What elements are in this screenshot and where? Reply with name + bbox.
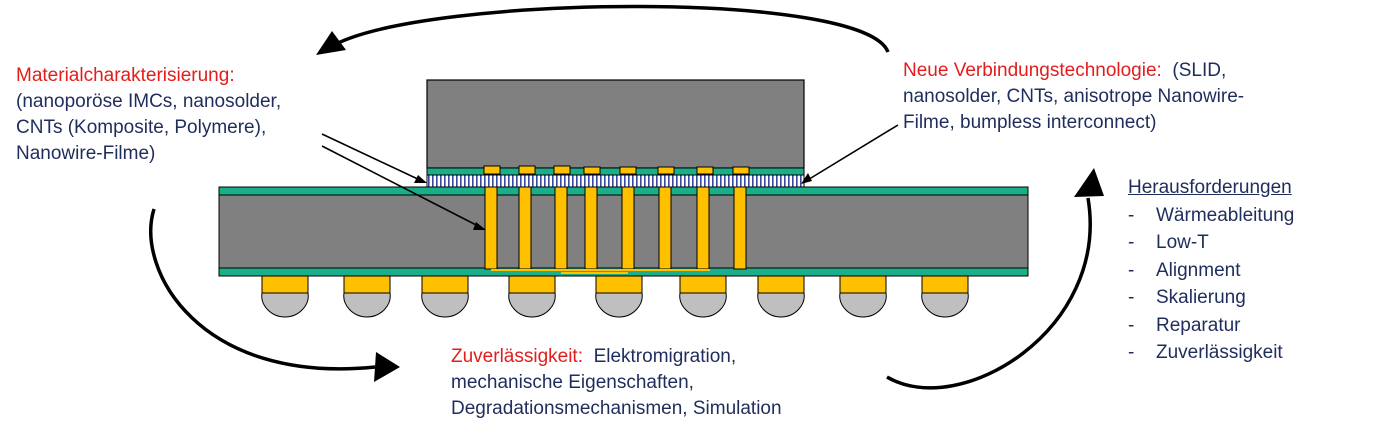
material-line-2: CNTs (Komposite, Polymere), [16, 117, 267, 138]
challenge-item: -Zuverlässigkeit [1128, 339, 1294, 367]
challenge-item: -Wärmeableitung [1128, 202, 1294, 230]
reliability-line-3: Degradationsmechanismen, Simulation [451, 398, 782, 419]
top-chip [426, 79, 805, 169]
solder-balls [261, 292, 969, 318]
connection-line-2: nanosolder, CNTs, anisotrope Nanowire- [903, 86, 1245, 107]
pointer-arrow-heads [414, 173, 812, 230]
connection-block: Neue Verbindungstechnologie: (SLID, nano… [903, 58, 1244, 136]
challenge-item: -Reparatur [1128, 312, 1294, 340]
challenge-label: Wärmeableitung [1156, 204, 1295, 226]
challenge-label: Low-T [1156, 232, 1209, 253]
material-title: Materialcharakterisierung: [16, 65, 235, 86]
challenge-dash: - [1128, 204, 1135, 226]
challenge-dash: - [1128, 314, 1135, 336]
challenge-item: -Low-T [1128, 229, 1294, 257]
cycle-arrow-heads [316, 31, 1104, 382]
reliability-block: Zuverlässigkeit: Elektromigration, mecha… [451, 344, 782, 422]
bottom-traces [491, 269, 710, 274]
pointer-arrows [321, 124, 899, 229]
challenge-dash: - [1128, 342, 1135, 363]
reliability-line-2: mechanische Eigenschaften, [451, 372, 694, 393]
cycle-arrows [149, 4, 1092, 390]
material-line-3: Nanowire-Filme) [16, 143, 156, 164]
challenge-label: Alignment [1156, 259, 1241, 281]
reliability-line-1: Zuverlässigkeit: Elektromigration, [451, 344, 782, 370]
connection-line-3: Filme, bumpless interconnect) [903, 112, 1157, 133]
interconnect-film [426, 174, 805, 188]
challenge-dash: - [1128, 232, 1135, 253]
material-line-1: (nanoporöse IMCs, nanosolder, [16, 91, 282, 112]
reliability-title: Zuverlässigkeit: [451, 346, 583, 367]
challenge-label: Reparatur [1156, 314, 1241, 336]
challenge-item: -Alignment [1128, 257, 1294, 285]
reliability-line-1-rest: Elektromigration, [593, 346, 737, 367]
challenge-dash: - [1128, 259, 1135, 281]
challenges-heading: Herausforderungen [1128, 177, 1292, 198]
challenge-label: Skalierung [1156, 287, 1246, 308]
bottom-pads [261, 275, 969, 294]
material-block: Materialcharakterisierung: (nanoporöse I… [16, 63, 281, 167]
connection-title: Neue Verbindungstechnologie: [903, 60, 1162, 81]
connection-line-1: Neue Verbindungstechnologie: (SLID, [903, 58, 1244, 84]
challenges-list: Herausforderungen -Wärmeableitung -Low-T… [1128, 174, 1294, 367]
connection-line-1-rest: (SLID, [1172, 60, 1227, 81]
top-pads [483, 165, 750, 175]
challenge-dash: - [1128, 287, 1135, 308]
challenge-label: Zuverlässigkeit [1156, 342, 1283, 363]
challenge-item: -Skalierung [1128, 284, 1294, 312]
